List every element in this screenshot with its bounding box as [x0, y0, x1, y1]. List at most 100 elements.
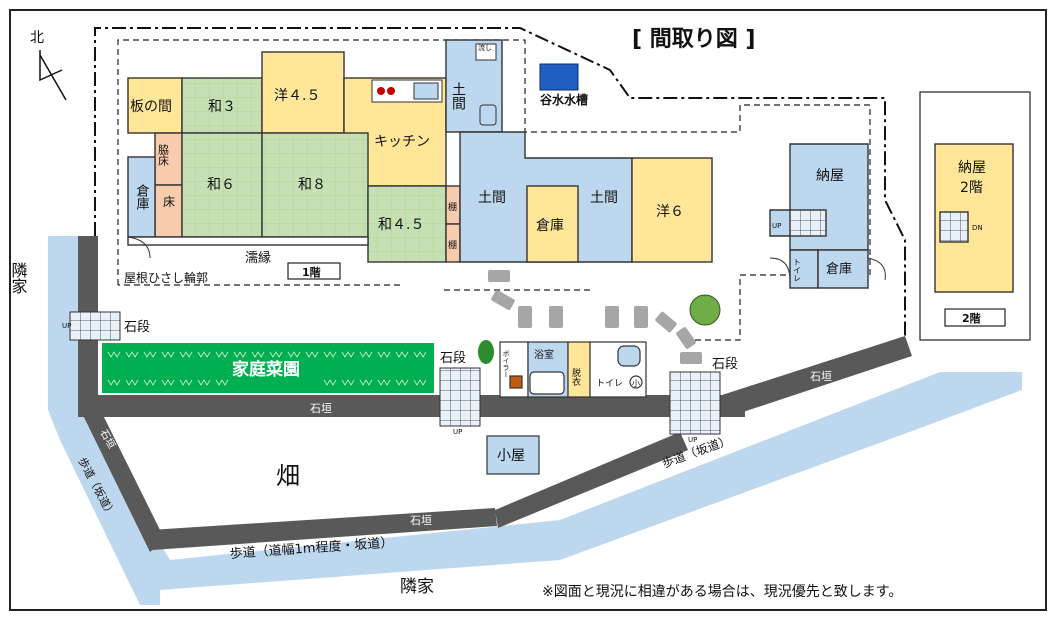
up-label-3: UP: [688, 436, 697, 444]
kitchen-garden: [102, 343, 434, 393]
label-you45: 洋４.５: [274, 88, 320, 104]
label-doma1: 土間: [478, 190, 506, 206]
label-souko-right: 倉庫: [826, 262, 852, 277]
roof-outline: [117, 39, 871, 341]
room-itanoma: [127, 77, 183, 134]
label-ishidan1: 石段: [124, 320, 150, 335]
room-wa45: [367, 185, 447, 263]
label-kotoilet: 小: [632, 379, 640, 388]
floor2-label: 2階: [962, 311, 981, 325]
north-label: 北: [30, 30, 44, 46]
naya2-frame: [919, 91, 1031, 341]
property-boundary: [94, 27, 906, 336]
label-rinka-left: 隣家: [9, 262, 28, 294]
label-koya: 小屋: [497, 448, 525, 464]
label-ishigaki3: 石垣: [810, 370, 832, 383]
toilet-icon: [617, 345, 641, 367]
trees: [478, 294, 721, 364]
label-hatake: 畑: [276, 462, 300, 490]
door-swings: [127, 236, 886, 281]
main-house: [127, 39, 713, 263]
label-kateisaien: 家庭菜園: [232, 359, 300, 380]
label-doma2: 土間: [590, 190, 618, 206]
room-souko-left: [127, 156, 156, 238]
label-itanoma: 板の間: [130, 99, 172, 115]
plan-title: [ 間取り図 ]: [632, 27, 755, 52]
basin-icon: [479, 104, 497, 126]
floor2-label-box: [944, 308, 1006, 327]
label-yokushitsu: 浴室: [534, 348, 554, 361]
sink-icon: [413, 82, 439, 100]
label-naya2-floor: 2階: [960, 180, 983, 196]
label-yane: 屋根ひさし輪郭: [124, 270, 208, 285]
dn-label-naya2: DN: [972, 224, 983, 232]
naya-stairs: [789, 209, 827, 237]
floor1-label: 1階: [302, 265, 321, 279]
bathtub-icon: [529, 371, 565, 395]
room-koya: [486, 435, 540, 475]
boiler-icon: [509, 375, 523, 389]
bath-block: [499, 341, 647, 398]
label-doma-top: 土間: [450, 82, 466, 111]
label-naya: 納屋: [816, 168, 844, 184]
label-toilet-naya: トイレ: [793, 258, 802, 282]
room-wa3: [181, 77, 263, 134]
north-arrow-icon: [39, 50, 67, 101]
stone-steps-left: [69, 311, 121, 341]
room-wa8: [261, 132, 369, 238]
label-nureen: 濡縁: [245, 250, 271, 266]
label-naya2: 納屋: [958, 160, 986, 176]
label-datsui: 脱衣: [570, 367, 581, 387]
floor1-label-box: [287, 262, 341, 280]
label-tanimizu: 谷水水槽: [540, 92, 588, 107]
label-ishidan3: 石段: [712, 357, 738, 372]
label-ishigaki2: 石垣: [410, 514, 432, 527]
road-areas: [48, 236, 1022, 605]
label-ishidan2: 石段: [440, 351, 466, 366]
label-you6: 洋６: [656, 204, 684, 220]
room-you6: [631, 157, 713, 263]
label-ishigaki1: 石垣: [310, 402, 332, 415]
room-souko-right: [817, 249, 869, 289]
label-boiler: ボイラー: [502, 350, 510, 378]
sink-icon-top: [475, 43, 497, 61]
label-sink: 流し: [478, 43, 492, 52]
water-tank: [539, 63, 579, 91]
garden-marks: [107, 351, 427, 386]
label-waki-toko: 脇床: [157, 144, 170, 167]
up-label-naya: UP: [772, 222, 781, 230]
room-souko-mid: [526, 185, 579, 263]
stove-icon: [387, 87, 395, 95]
label-rinka-bottom: 隣家: [400, 577, 434, 597]
label-wa3: 和３: [208, 99, 236, 115]
label-wa6: 和６: [207, 177, 235, 193]
up-label-1: UP: [62, 322, 71, 330]
room-wa6: [181, 132, 263, 238]
label-kitchen: キッチン: [374, 134, 430, 150]
stove-icon: [377, 87, 385, 95]
label-toilet: トイレ: [596, 379, 623, 389]
room-toko: [154, 184, 183, 238]
label-souko-left: 倉庫: [134, 184, 150, 210]
nureen-strip: [127, 236, 369, 246]
outer-frame: [9, 9, 1047, 611]
naya-building: [769, 91, 1031, 341]
label-wa45: 和４.５: [378, 217, 424, 233]
stone-walls: [78, 236, 912, 552]
footnote: ※図面と現況に相違がある場合は、現況優先と致します。: [542, 584, 902, 600]
room-waki-toko: [154, 132, 183, 186]
up-label-2: UP: [453, 428, 462, 436]
stone-steps-middle: [439, 367, 481, 427]
kitchen-fixtures: [371, 43, 497, 126]
label-tana1: 棚: [448, 201, 457, 213]
label-souko-mid: 倉庫: [536, 217, 564, 234]
stepping-stones: [488, 270, 702, 364]
label-tana2: 棚: [448, 239, 457, 251]
stone-steps-right: [669, 371, 721, 435]
urinal-icon: [629, 375, 643, 389]
label-wa8: 和８: [298, 177, 326, 193]
label-toko: 床: [163, 195, 175, 209]
naya2-stairs: [939, 211, 969, 243]
